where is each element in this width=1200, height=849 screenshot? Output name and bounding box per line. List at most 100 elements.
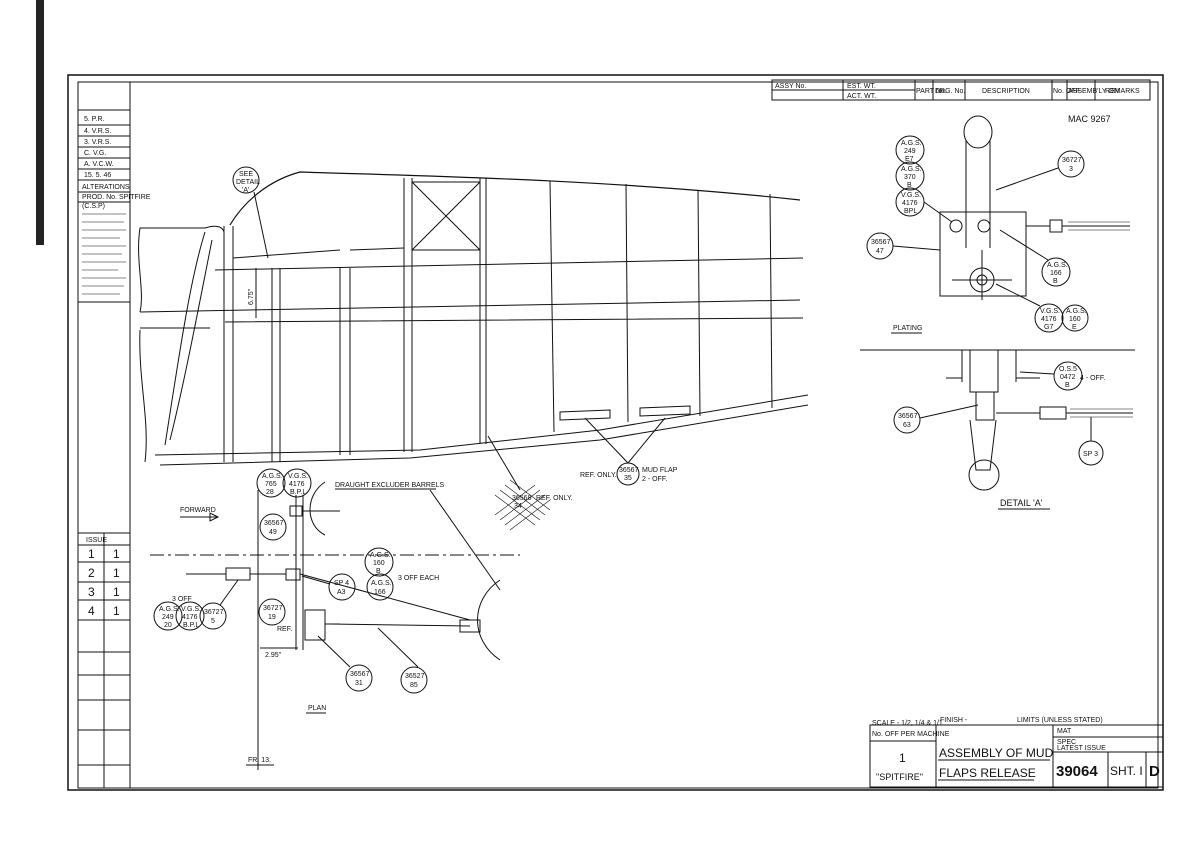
balloon-sp3: SP 3 bbox=[1078, 440, 1104, 466]
b-ags249-2: E7 bbox=[905, 156, 914, 163]
dim-295: 2.95" bbox=[265, 652, 282, 659]
b-ags160e-0: A.G.S. bbox=[1066, 308, 1087, 315]
b-vgsp-2: B.P.L bbox=[290, 489, 306, 496]
balloon-ags370: A.G.S. 370 B bbox=[895, 161, 925, 191]
detail-a-label: DETAIL 'A' bbox=[1000, 498, 1043, 508]
hdr-part-no: PART No. bbox=[916, 88, 947, 95]
b-ags166d-1: 166 bbox=[1050, 270, 1062, 277]
b-36527-85-1: 85 bbox=[410, 682, 418, 689]
rev-row-5: A. V.C.W. bbox=[84, 161, 114, 168]
see-detail-callout: SEE DETAIL 'A' bbox=[232, 166, 269, 259]
latest-issue-label: LATEST ISSUE bbox=[1057, 745, 1106, 752]
rev-row-7: ALTERATIONS bbox=[82, 184, 130, 191]
balloon-vgs4176-bpl2: V.G.S. 4176 B.P.L bbox=[175, 601, 205, 631]
b-36727-5-1: 5 bbox=[211, 618, 215, 625]
b-sp4-0: SP 4 bbox=[334, 580, 349, 587]
b-ags249p-1: 249 bbox=[162, 614, 174, 621]
balloon-ags249-plan: A.G.S. 249 20 bbox=[153, 601, 183, 631]
rev-row-6: 15. 5. 46 bbox=[84, 172, 111, 179]
rev-row-3: 3. V.R.S. bbox=[84, 139, 111, 146]
balloon-ags160-b: A.G.S. 160 B bbox=[364, 547, 394, 577]
balloon-36567-63: 36567 63 bbox=[893, 406, 921, 434]
issue-4-b: 1 bbox=[113, 604, 120, 618]
balloon-ags160-e: A.G.S. 160 E bbox=[1061, 304, 1089, 332]
hdr-remarks: REMARKS bbox=[1105, 88, 1140, 95]
b-os5-2: B bbox=[1065, 382, 1070, 389]
four-off-label: 4 - OFF. bbox=[1080, 375, 1105, 382]
left-revision-block: 5. P.R. 4. V.R.S. 3. V.R.S. C. V.G. A. V… bbox=[77, 81, 151, 789]
ref-only-label: REF. ONLY. bbox=[580, 472, 617, 479]
b-ags160b-2: B bbox=[376, 568, 381, 575]
b-ags370-1: 370 bbox=[904, 174, 916, 181]
limits-label: LIMITS (UNLESS STATED) bbox=[1017, 717, 1103, 724]
plating-label: PLATING bbox=[893, 325, 922, 332]
balloon-36567-31: 36567 31 bbox=[345, 664, 373, 692]
b-36567-63-0: 36567 bbox=[898, 413, 918, 420]
drawing-title-1: ASSEMBLY OF MUD bbox=[939, 746, 1054, 760]
issue-1-a: 1 bbox=[88, 547, 95, 561]
balloon-36567-47: 36567 47 bbox=[866, 232, 894, 260]
b-vgsb-1: 4176 bbox=[182, 614, 198, 621]
b-36727-5-0: 36727 bbox=[204, 609, 224, 616]
balloon-ags249: A.G.S. 249 E7 bbox=[895, 135, 925, 165]
three-off-label: 3 OFF bbox=[172, 596, 192, 603]
balloon-ags166-detail: A.G.S. 166 B bbox=[1041, 257, 1071, 287]
b-36567-49-1: 49 bbox=[269, 529, 277, 536]
b-ags370-0: A.G.S. bbox=[901, 166, 922, 173]
balloon-36567-49: 36567 49 bbox=[259, 513, 287, 541]
b-vgsp-0: V.G.S. bbox=[288, 473, 308, 480]
balloon-ags765: A.G.S. 765 28 bbox=[256, 468, 286, 498]
scale-label: SCALE - 1/2, 1/4 & 1/1 bbox=[872, 720, 943, 727]
issue-2-a: 2 bbox=[88, 566, 95, 580]
b-36567-31-0: 36567 bbox=[350, 671, 370, 678]
mat-label: MAT bbox=[1057, 728, 1072, 735]
b-36567-47-1: 47 bbox=[876, 248, 884, 255]
rev-row-8: PROD. No. SPITFIRE bbox=[82, 194, 151, 201]
b-36567-47-0: 36567 bbox=[871, 239, 891, 246]
mod-reference: MAC 9267 bbox=[1068, 114, 1111, 124]
two-off-label: 2 - OFF. bbox=[642, 476, 667, 483]
b-vgs-1: 4176 bbox=[902, 200, 918, 207]
rev-row-4: C. V.G. bbox=[84, 150, 106, 157]
b-vgsg7-2: G7 bbox=[1044, 324, 1053, 331]
issue-1-b: 1 bbox=[113, 547, 120, 561]
b-ags249p-0: A.G.S. bbox=[159, 606, 180, 613]
parts-list-header: ASSY No. EST. WT. ACT. WT. PART No. DRG.… bbox=[771, 79, 1151, 124]
hatch-ref-only: REF. ONLY. bbox=[536, 495, 573, 502]
rev-row-1: 5. P.R. bbox=[84, 116, 105, 123]
issue-header: ISSUE bbox=[86, 537, 107, 544]
b-ags765-1: 765 bbox=[265, 481, 277, 488]
hdr-assembly-on: ASSEMB'LY ON bbox=[1068, 88, 1119, 95]
b-vgsb-2: B.P.L bbox=[183, 622, 199, 629]
b-36727-3-1: 3 bbox=[1069, 166, 1073, 173]
balloon-vgs4176: V.G.S. 4176 BPL bbox=[895, 187, 925, 217]
finish-label: FINISH - bbox=[940, 717, 968, 724]
drawing-size: D bbox=[1149, 763, 1160, 780]
b-ags249-0: A.G.S. bbox=[901, 140, 922, 147]
three-off-each-label: 3 OFF EACH bbox=[398, 575, 439, 582]
issue-3-b: 1 bbox=[113, 585, 120, 599]
b-sp3-0: SP 3 bbox=[1083, 451, 1098, 458]
aircraft-name: "SPITFIRE" bbox=[876, 772, 923, 782]
b-os5-0: O.S.5 bbox=[1059, 366, 1077, 373]
b-ags370-2: B bbox=[907, 182, 912, 189]
b-ags765-0: A.G.S. bbox=[262, 473, 283, 480]
drawing-number: 39064 bbox=[1056, 763, 1098, 780]
b-vgs-0: V.G.S. bbox=[901, 192, 921, 199]
balloon-ags166-plan: A.G.S. 166 bbox=[366, 573, 394, 601]
balloon-36727-3: 36727 3 bbox=[1057, 150, 1085, 178]
b-36567-63-1: 63 bbox=[903, 422, 911, 429]
balloon-36527-85: 36527 85 bbox=[400, 666, 428, 694]
b-ags160e-1: 160 bbox=[1069, 316, 1081, 323]
b-ags160b-1: 160 bbox=[373, 560, 385, 567]
b-ags166p-0: A.G.S. bbox=[371, 580, 392, 587]
hatch-part-a: 36568 bbox=[512, 495, 532, 502]
plan-view: 2.95" FORWARD PLAN FR. 13. DRAUGHT EXCLU… bbox=[150, 481, 520, 770]
hdr-description: DESCRIPTION bbox=[982, 88, 1030, 95]
draught-excluder-label: DRAUGHT EXCLUDER BARRELS bbox=[335, 482, 445, 489]
b-ags166d-2: B bbox=[1053, 278, 1058, 285]
drawing-border bbox=[67, 74, 1164, 791]
b-ags249p-2: 20 bbox=[164, 622, 172, 629]
balloon-36727-19: 36727 19 bbox=[258, 598, 286, 626]
